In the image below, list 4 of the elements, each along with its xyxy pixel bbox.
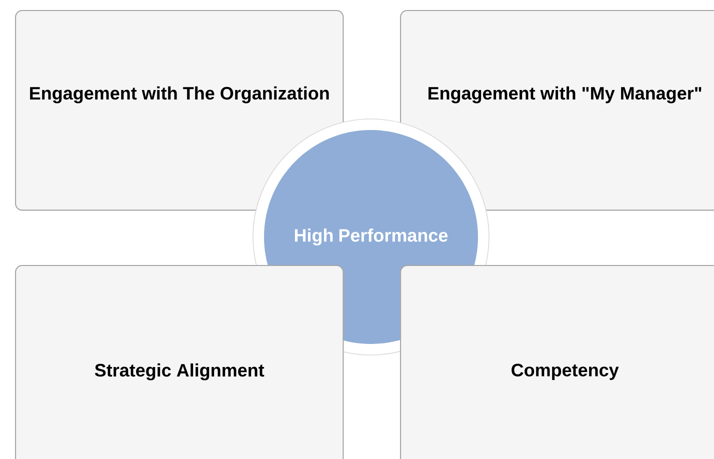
- quadrant-box: Engagement with The Organization: [15, 10, 344, 211]
- quadrant-box: Competency: [400, 265, 714, 459]
- quadrant-box: Strategic Alignment: [15, 265, 344, 459]
- quadrant-box: Engagement with "My Manager": [400, 10, 714, 211]
